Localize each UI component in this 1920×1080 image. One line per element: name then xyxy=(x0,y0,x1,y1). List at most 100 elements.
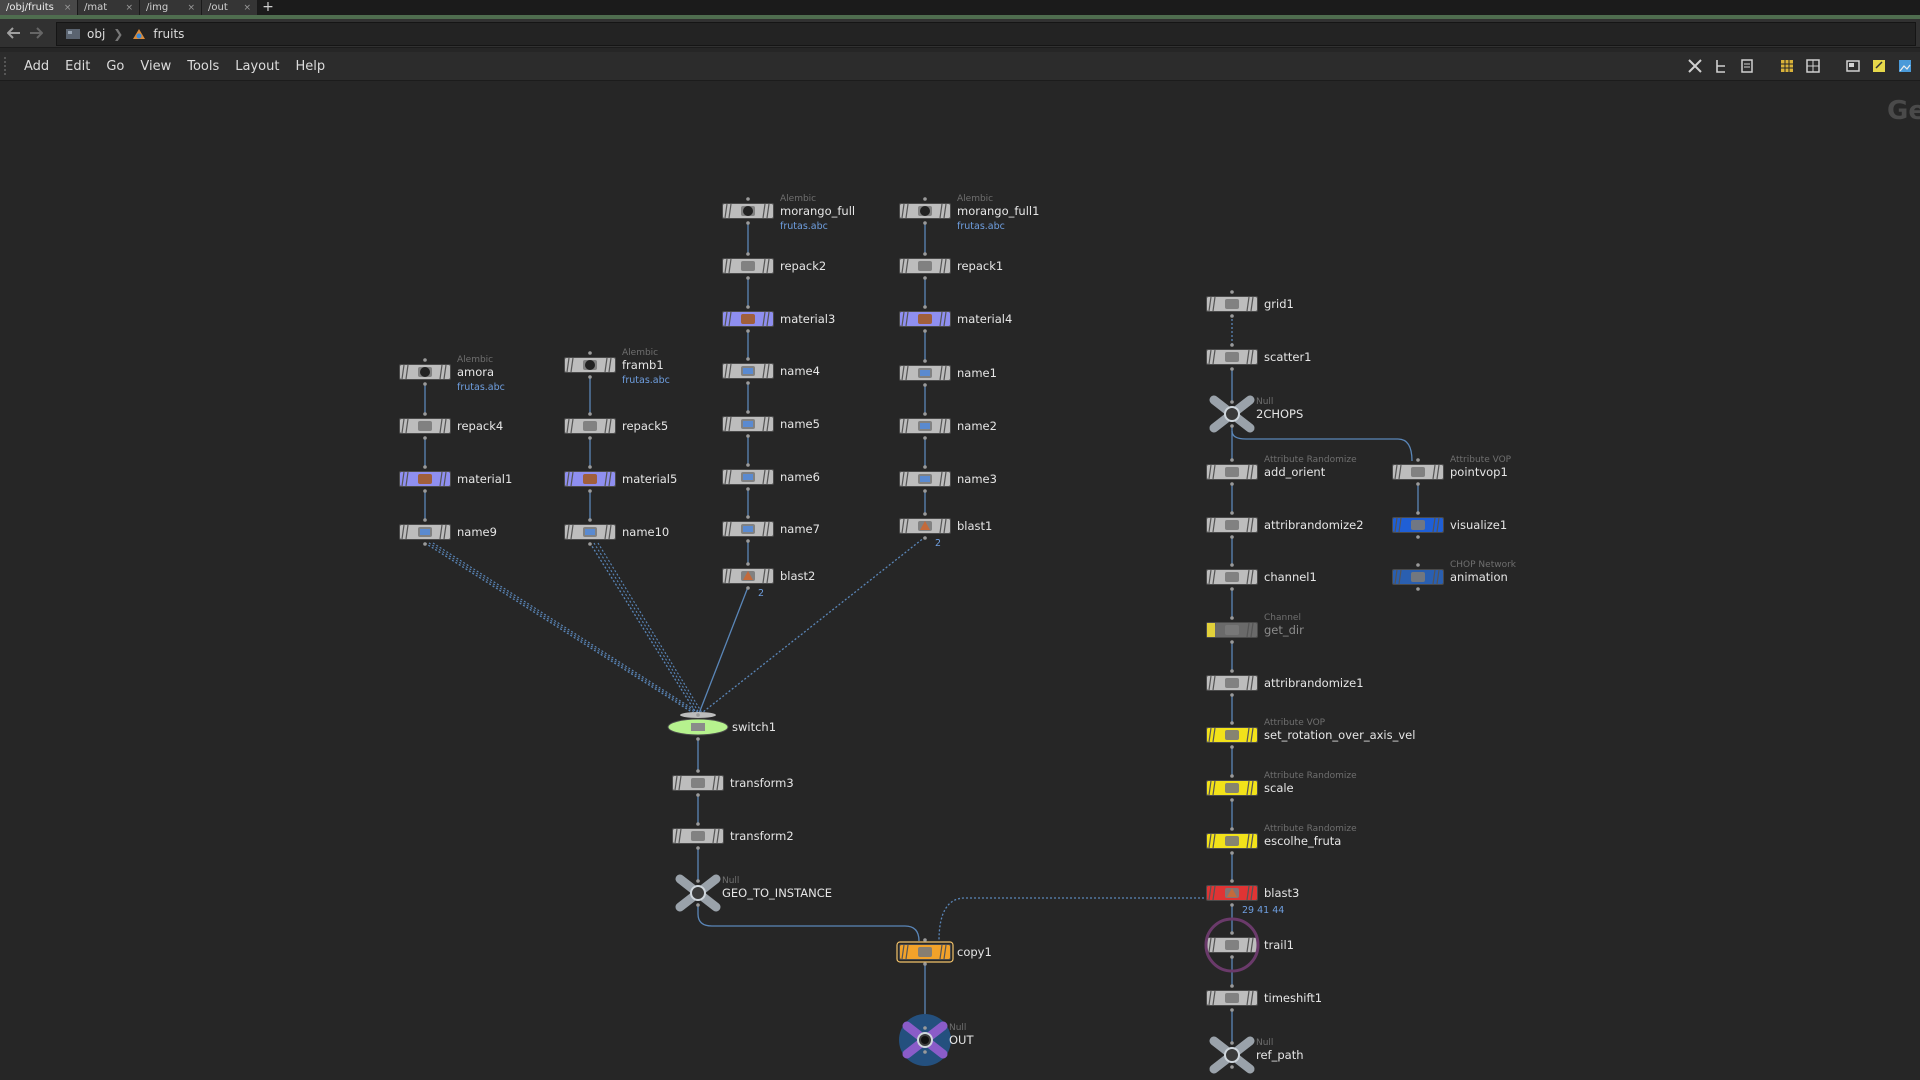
node-name10[interactable]: name10 xyxy=(564,518,669,546)
node-channel1[interactable]: channel1 xyxy=(1206,563,1317,591)
menu-help[interactable]: Help xyxy=(295,58,326,74)
close-icon[interactable]: × xyxy=(63,2,72,13)
node-attribrandomize1[interactable]: attribrandomize1 xyxy=(1206,669,1364,697)
node-wire[interactable] xyxy=(1231,430,1413,462)
node-wire[interactable] xyxy=(938,897,1232,942)
node-wire[interactable] xyxy=(428,542,702,717)
tab-img[interactable]: /img× xyxy=(140,0,202,15)
node-wire[interactable] xyxy=(589,542,699,717)
node-name4[interactable]: name4 xyxy=(722,357,820,385)
menu-go[interactable]: Go xyxy=(106,58,125,74)
node-repack4[interactable]: repack4 xyxy=(399,412,503,440)
note-icon[interactable] xyxy=(1870,57,1888,75)
list-icon[interactable] xyxy=(1738,57,1756,75)
tab-label: /obj/fruits xyxy=(6,2,54,13)
node-wire[interactable] xyxy=(697,904,920,942)
node-material3[interactable]: material3 xyxy=(722,305,835,333)
name-icon xyxy=(583,527,597,537)
tab-obj-fruits[interactable]: /obj/fruits × xyxy=(0,0,78,15)
node-wire[interactable] xyxy=(432,542,705,717)
wrench-icon[interactable] xyxy=(1686,57,1704,75)
name-icon xyxy=(741,524,755,534)
breadcrumb-fruits[interactable]: fruits xyxy=(123,23,192,45)
node-grid1[interactable]: grid1 xyxy=(1206,290,1294,318)
node-name-label: transform3 xyxy=(730,776,794,790)
node-name9[interactable]: name9 xyxy=(399,518,497,546)
node-material1[interactable]: material1 xyxy=(399,465,512,493)
node-attribrandomize2[interactable]: attribrandomize2 xyxy=(1206,511,1364,539)
image-icon[interactable] xyxy=(1896,57,1914,75)
add-tab-button[interactable]: + xyxy=(262,0,274,15)
tab-out[interactable]: /out× xyxy=(202,0,258,15)
tree-icon[interactable] xyxy=(1712,57,1730,75)
tab-accent-line xyxy=(0,15,1920,19)
panel-icon[interactable] xyxy=(1844,57,1862,75)
node-repack1[interactable]: repack1 xyxy=(899,252,1003,280)
node-visualize1[interactable]: visualize1 xyxy=(1392,511,1507,539)
menu-edit[interactable]: Edit xyxy=(65,58,91,74)
node-name-label: pointvop1 xyxy=(1450,465,1508,479)
node-repack2[interactable]: repack2 xyxy=(722,252,826,280)
grid-icon[interactable] xyxy=(1778,57,1796,75)
node-name7[interactable]: name7 xyxy=(722,515,820,543)
menu-add[interactable]: Add xyxy=(24,58,50,74)
close-icon[interactable]: × xyxy=(125,2,133,13)
node-switch1[interactable]: switch1 xyxy=(667,712,776,741)
node-trail1[interactable]: trail1 xyxy=(1204,917,1294,973)
node-transform3[interactable]: transform3 xyxy=(672,769,794,797)
node-name2[interactable]: name2 xyxy=(899,412,997,440)
breadcrumb-obj[interactable]: obj xyxy=(57,23,113,45)
forward-arrow-icon[interactable] xyxy=(25,22,47,44)
vop-icon xyxy=(1225,730,1239,740)
tab-mat[interactable]: /mat× xyxy=(78,0,140,15)
node-name5[interactable]: name5 xyxy=(722,410,820,438)
node-name-label: name1 xyxy=(957,366,997,380)
close-icon[interactable]: × xyxy=(187,2,195,13)
menu-tools[interactable]: Tools xyxy=(187,58,220,74)
table-icon[interactable] xyxy=(1804,57,1822,75)
node-wire[interactable] xyxy=(597,542,705,717)
node-name1[interactable]: name1 xyxy=(899,359,997,387)
material-icon xyxy=(918,314,932,324)
node-scatter1[interactable]: scatter1 xyxy=(1206,343,1312,371)
close-icon[interactable]: × xyxy=(243,2,251,13)
menu-layout[interactable]: Layout xyxy=(235,58,280,74)
node-name6[interactable]: name6 xyxy=(722,463,820,491)
node-type-label: Null xyxy=(949,1023,966,1033)
node-wire[interactable] xyxy=(697,586,749,717)
menu-view[interactable]: View xyxy=(140,58,172,74)
node-name-label: name6 xyxy=(780,470,820,484)
node-repack5[interactable]: repack5 xyxy=(564,412,668,440)
node-wire[interactable] xyxy=(697,536,926,717)
timeshift-icon xyxy=(1225,993,1239,1003)
node-name3[interactable]: name3 xyxy=(899,465,997,493)
node-wire[interactable] xyxy=(424,542,699,717)
node-name-label: 2CHOPS xyxy=(1256,407,1303,421)
node-copy1[interactable]: copy1 xyxy=(896,938,992,966)
back-arrow-icon[interactable] xyxy=(3,22,25,44)
node-material4[interactable]: material4 xyxy=(899,305,1012,333)
node-material5[interactable]: material5 xyxy=(564,465,677,493)
node-timeshift1[interactable]: timeshift1 xyxy=(1206,984,1322,1012)
node-transform2[interactable]: transform2 xyxy=(672,822,794,850)
node-wire[interactable] xyxy=(593,542,702,717)
